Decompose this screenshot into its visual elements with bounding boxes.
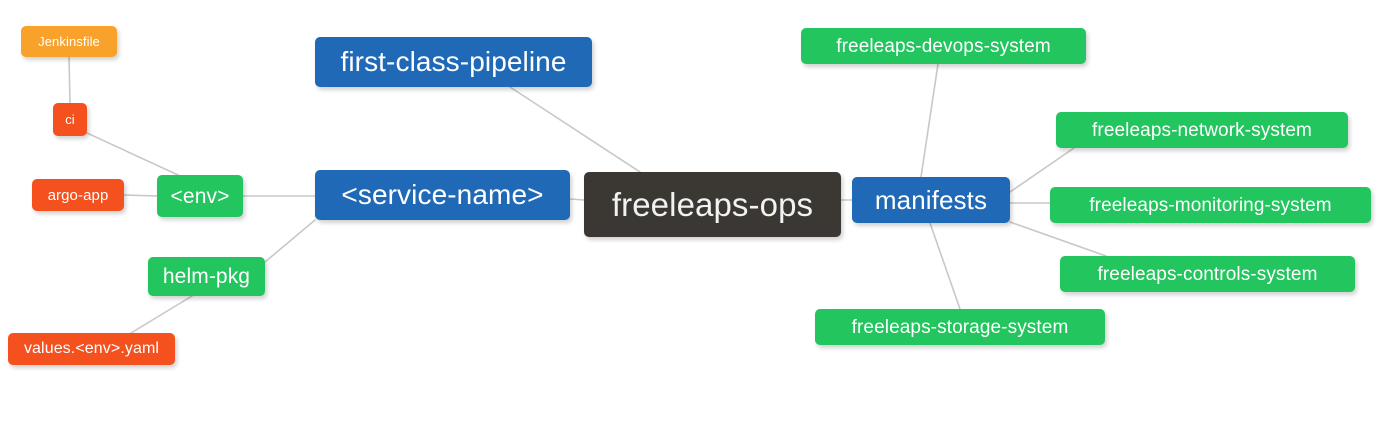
node-label-freeleaps-storage-system: freeleaps-storage-system <box>851 316 1069 338</box>
node-values-yaml[interactable]: values.<env>.yaml <box>8 333 175 365</box>
node-freeleaps-monitoring-system[interactable]: freeleaps-monitoring-system <box>1050 187 1371 223</box>
node-freeleaps-ops[interactable]: freeleaps-ops <box>584 172 841 237</box>
node-label-manifests: manifests <box>874 185 988 215</box>
node-label-freeleaps-devops-system: freeleaps-devops-system <box>836 35 1051 57</box>
node-argo-app[interactable]: argo-app <box>32 179 124 211</box>
node-label-env: <env> <box>170 184 230 208</box>
node-env[interactable]: <env> <box>157 175 243 217</box>
node-ci[interactable]: ci <box>53 103 87 136</box>
node-label-jenkinsfile: Jenkinsfile <box>38 34 100 49</box>
node-freeleaps-controls-system[interactable]: freeleaps-controls-system <box>1060 256 1355 292</box>
node-manifests[interactable]: manifests <box>852 177 1010 223</box>
edge-manifests-to-freeleaps-devops-system <box>920 63 939 178</box>
edge-helm-pkg-to-values-yaml <box>130 295 193 334</box>
edge-manifests-to-freeleaps-storage-system <box>929 222 961 310</box>
edge-service-name-to-freeleaps-ops <box>569 198 585 201</box>
node-helm-pkg[interactable]: helm-pkg <box>148 257 265 296</box>
node-label-first-class-pipeline: first-class-pipeline <box>340 46 567 77</box>
node-label-freeleaps-network-system: freeleaps-network-system <box>1092 119 1312 141</box>
node-label-ci: ci <box>65 112 75 127</box>
node-label-argo-app: argo-app <box>47 186 109 204</box>
edge-argo-app-to-env <box>123 194 158 197</box>
node-freeleaps-devops-system[interactable]: freeleaps-devops-system <box>801 28 1086 64</box>
edge-manifests-to-freeleaps-controls-system <box>1009 221 1107 257</box>
edge-manifests-to-freeleaps-network-system <box>1009 147 1075 193</box>
edge-first-class-pipeline-to-freeleaps-ops <box>509 86 641 173</box>
node-label-helm-pkg: helm-pkg <box>162 265 251 288</box>
node-label-values-yaml: values.<env>.yaml <box>23 340 160 357</box>
node-label-freeleaps-monitoring-system: freeleaps-monitoring-system <box>1089 194 1332 216</box>
node-first-class-pipeline[interactable]: first-class-pipeline <box>315 37 592 87</box>
edge-service-name-to-helm-pkg <box>264 219 316 263</box>
node-label-freeleaps-controls-system: freeleaps-controls-system <box>1097 263 1318 285</box>
node-freeleaps-network-system[interactable]: freeleaps-network-system <box>1056 112 1348 148</box>
edge-ci-to-env <box>86 132 179 176</box>
node-label-freeleaps-ops: freeleaps-ops <box>611 186 814 223</box>
node-service-name[interactable]: <service-name> <box>315 170 570 220</box>
node-jenkinsfile[interactable]: Jenkinsfile <box>21 26 117 57</box>
node-label-service-name: <service-name> <box>341 179 544 210</box>
edge-jenkinsfile-to-ci <box>68 56 71 104</box>
node-freeleaps-storage-system[interactable]: freeleaps-storage-system <box>815 309 1105 345</box>
